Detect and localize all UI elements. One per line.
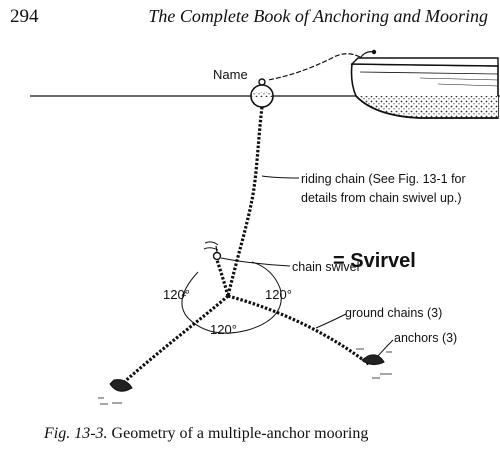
riding-chain-leader-line <box>261 175 300 179</box>
anchors-label: anchors (3) <box>394 331 458 345</box>
anchor-left <box>98 379 133 405</box>
angle-label-left: 120° <box>163 287 190 302</box>
riding-chain <box>226 106 264 297</box>
boat <box>350 49 499 119</box>
riding-chain-label-line1: riding chain (See Fig. 13-1 for <box>301 172 466 186</box>
ground-chain-up <box>215 259 230 297</box>
anchor-right <box>356 348 392 379</box>
anchors-leader-line <box>377 339 394 357</box>
running-head: The Complete Book of Anchoring and Moori… <box>148 6 488 26</box>
pennant-line <box>267 53 361 81</box>
svirvel-annotation: = Svirvel <box>333 250 416 272</box>
chain-swivel-label: chain swivel <box>292 260 360 274</box>
ground-chains-label: ground chains (3) <box>345 306 443 320</box>
figure-caption: Fig. 13-3. Geometry of a multiple-anchor… <box>44 425 368 443</box>
angle-label-bottom: 120° <box>210 322 237 337</box>
ground-chain-right <box>227 294 371 367</box>
riding-chain-label-line2: details from chain swivel up.) <box>301 191 462 205</box>
angle-label-right: 120° <box>265 287 292 302</box>
riding-chain-label: riding chain (See Fig. 13-1 for details … <box>301 170 466 208</box>
ground-chains-leader-line <box>315 313 347 329</box>
mooring-buoy <box>250 78 274 108</box>
ground-chain-left <box>120 294 230 386</box>
figure-reference: Fig. 13-3. <box>44 425 108 442</box>
figure-caption-text: Geometry of a multiple-anchor mooring <box>111 425 369 442</box>
buoy-name-label: Name <box>213 67 248 82</box>
chain-swivel <box>203 241 222 261</box>
swivel-leader-line <box>220 257 291 267</box>
page-number: 294 <box>10 6 39 27</box>
angle-arc <box>181 261 282 334</box>
